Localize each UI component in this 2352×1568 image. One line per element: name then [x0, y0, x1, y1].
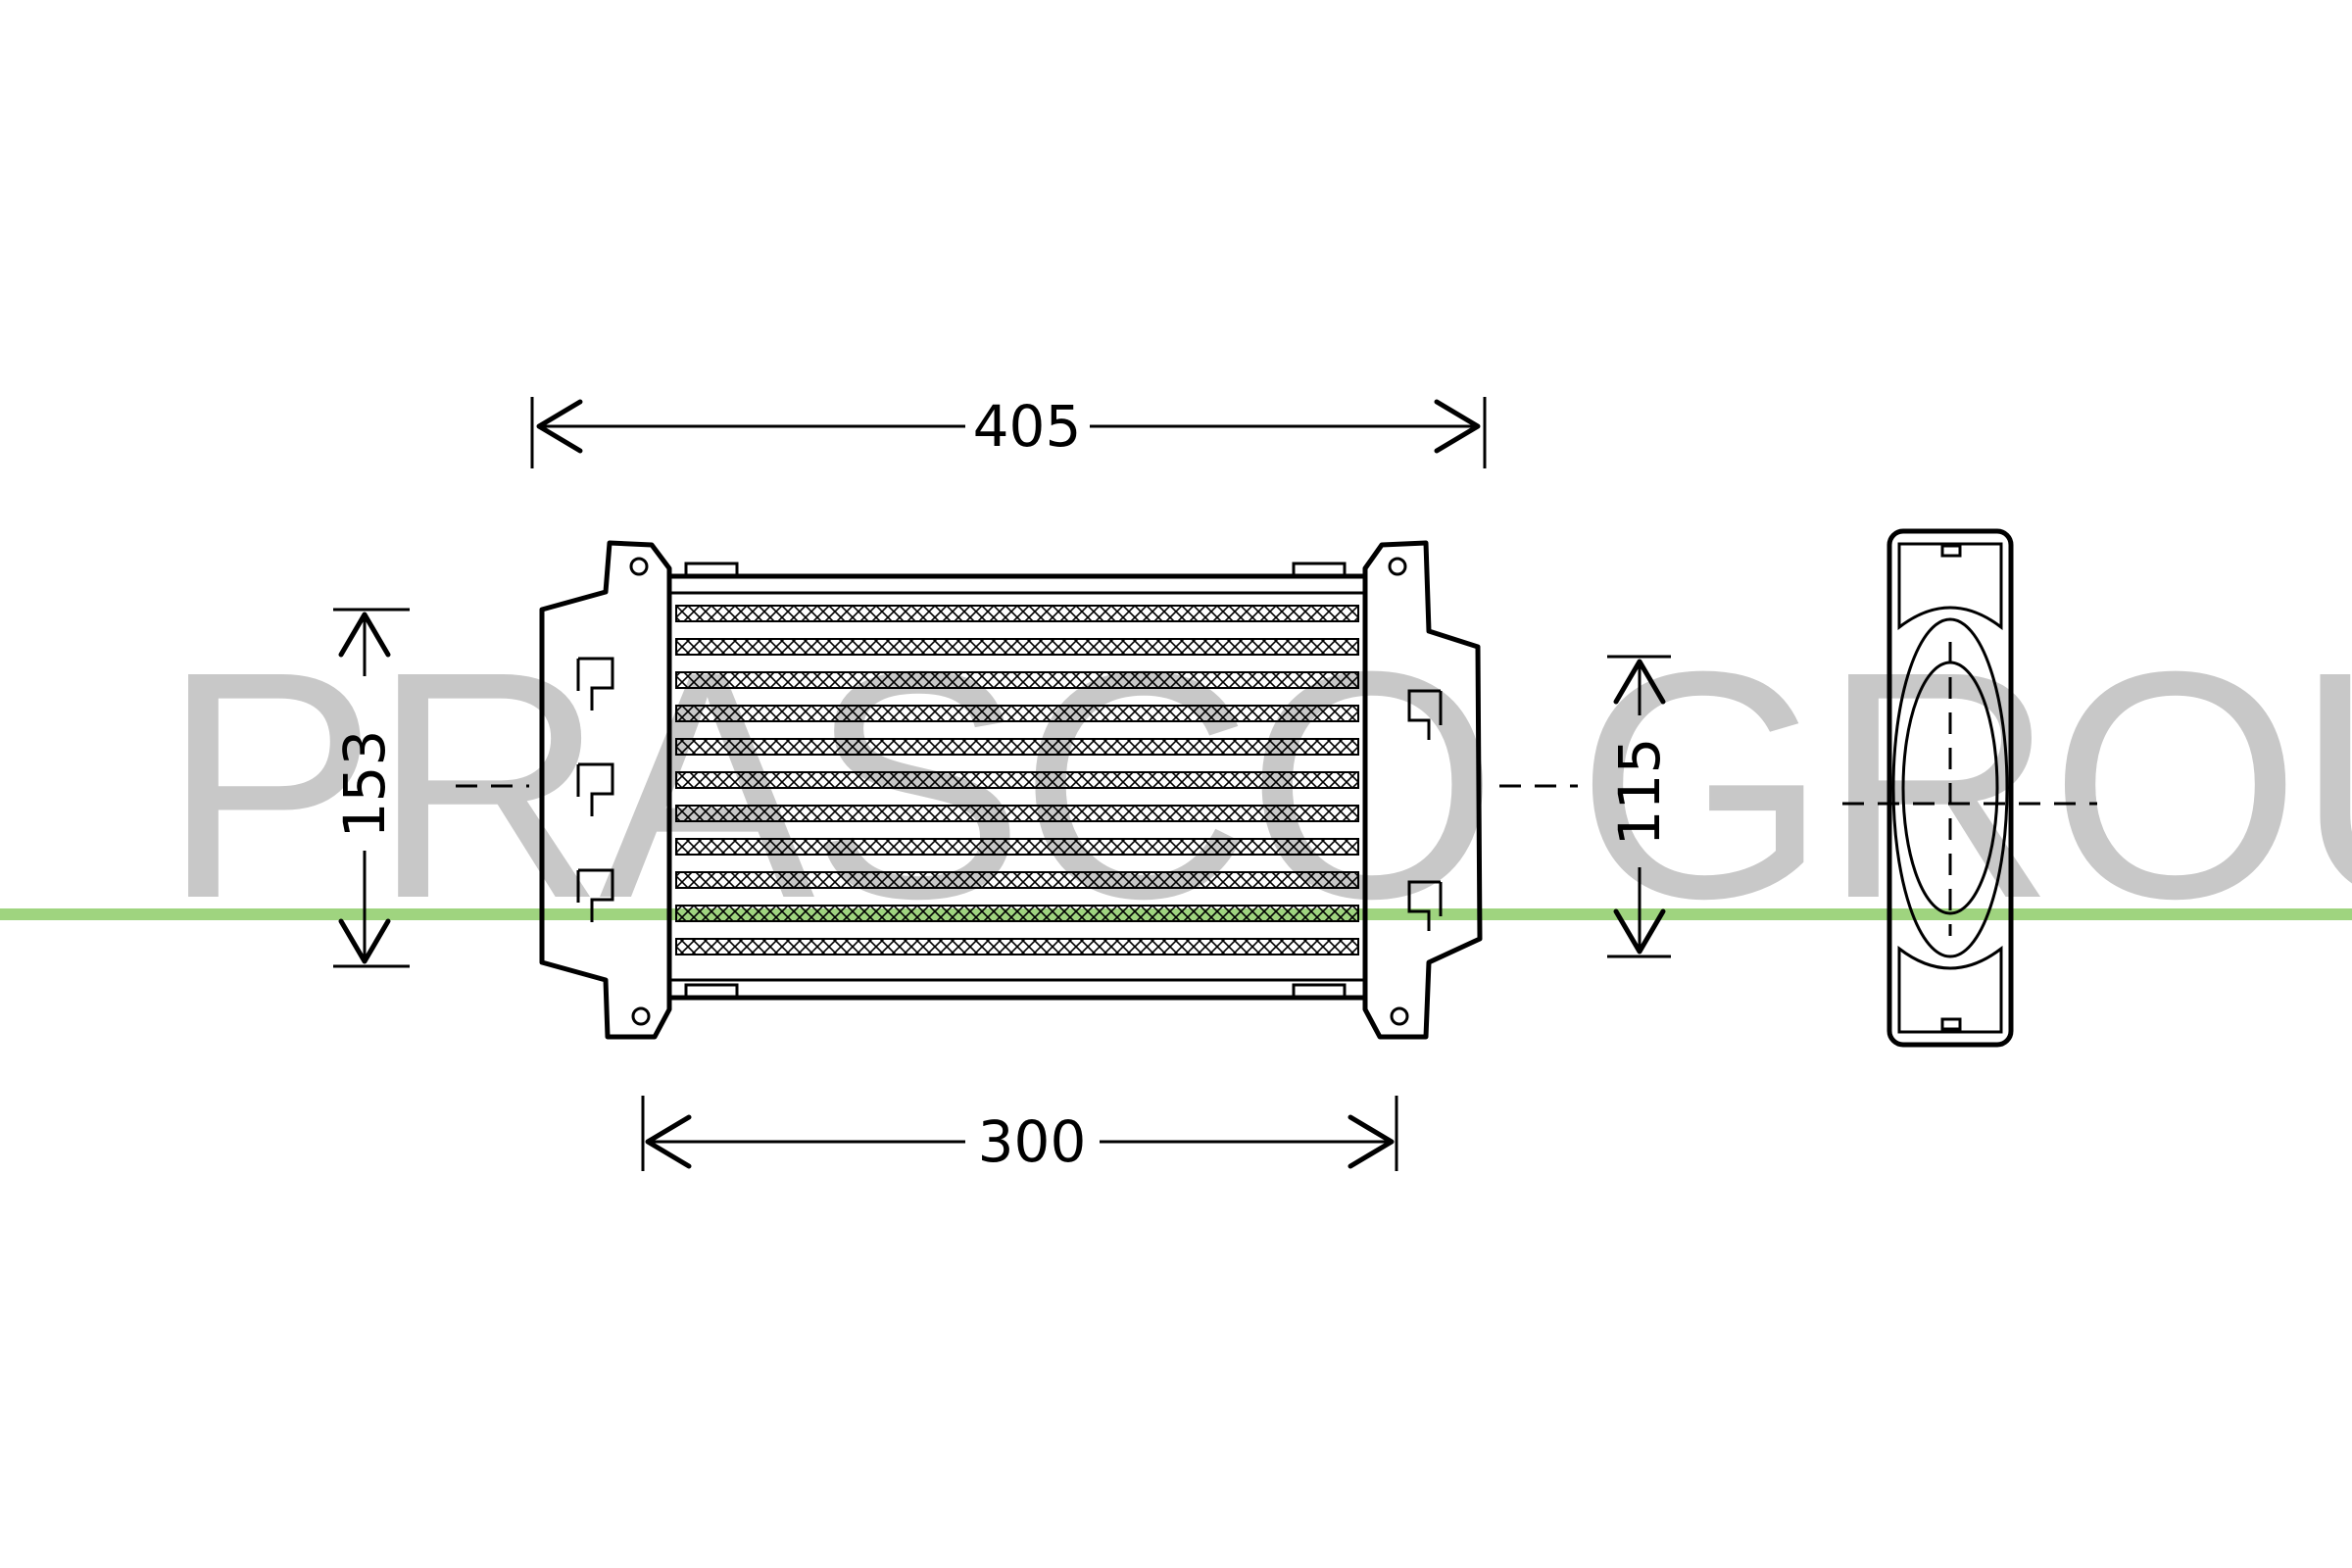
- core-fins: [675, 605, 1359, 956]
- fin-row: [675, 638, 1359, 656]
- right-tank: [1362, 540, 1483, 1040]
- dimension-overall-height: 153: [331, 608, 410, 968]
- overall-width-label: 405: [973, 393, 1082, 460]
- dimension-core-height: 115: [1606, 655, 1673, 958]
- intercooler-front-view: [456, 540, 1578, 1040]
- fin-row: [675, 738, 1359, 756]
- fin-row: [675, 605, 1359, 622]
- dimension-overall-width: 405: [530, 393, 1487, 468]
- core-height-label: 115: [1606, 738, 1673, 847]
- core-width-label: 300: [978, 1108, 1087, 1175]
- fin-row: [675, 938, 1359, 956]
- fin-row: [675, 705, 1359, 722]
- left-tank: [539, 540, 672, 1040]
- fin-row: [675, 905, 1359, 922]
- dimension-core-width: 300: [641, 1096, 1398, 1175]
- fin-row: [675, 838, 1359, 856]
- fin-row: [675, 871, 1359, 889]
- overall-height-label: 153: [331, 730, 398, 839]
- fin-row: [675, 671, 1359, 689]
- intercooler-side-view: [1842, 528, 2097, 1048]
- fin-row: [675, 805, 1359, 822]
- fin-row: [675, 771, 1359, 789]
